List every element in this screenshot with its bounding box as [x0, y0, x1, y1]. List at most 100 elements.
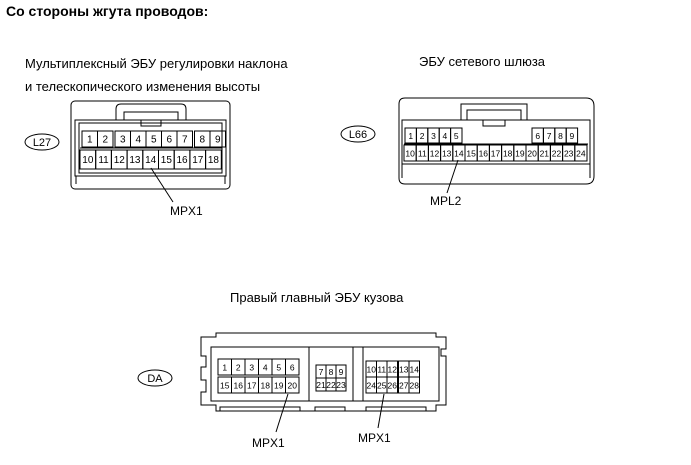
pin-number: 14	[454, 149, 464, 159]
pin-cell	[209, 130, 226, 148]
pin-number: 2	[102, 135, 108, 146]
l66-signal-label: MPL2	[430, 194, 462, 208]
pin-number: 23	[564, 149, 574, 159]
pin-cell	[408, 376, 420, 394]
pin-number: 2	[420, 131, 425, 141]
pin-number: 18	[208, 155, 220, 166]
connector-l27	[70, 100, 231, 190]
da-signal-leader-left	[275, 393, 289, 433]
pin-number: 8	[199, 135, 205, 146]
pin-number: 21	[540, 149, 550, 159]
pin-cell	[176, 130, 193, 148]
pin-number: 4	[443, 131, 448, 141]
pin-cell	[450, 127, 463, 144]
pin-number: 7	[319, 367, 324, 377]
pin-number: 16	[176, 155, 188, 166]
pin-number: 7	[182, 135, 188, 146]
pin-number: 1	[408, 131, 413, 141]
pin-number: 8	[329, 367, 334, 377]
l27-tag-label: L27	[33, 137, 51, 149]
pin-number: 25	[377, 381, 387, 391]
pin-number: 7	[547, 131, 552, 141]
pin-number: 11	[377, 365, 386, 375]
pin-number: 20	[527, 149, 537, 159]
pin-number: 4	[135, 135, 141, 146]
pin-cell	[386, 376, 398, 394]
pin-number: 16	[479, 149, 489, 159]
pin-number: 13	[129, 155, 141, 166]
pin-number: 23	[336, 380, 346, 390]
l66-signal-leader	[446, 159, 459, 194]
da-tag: DA	[137, 369, 173, 387]
pin-number: 24	[367, 381, 377, 391]
pin-number: 19	[274, 381, 284, 391]
pin-cell	[565, 127, 579, 144]
pin-number: 14	[410, 365, 420, 375]
pin-number: 28	[410, 381, 420, 391]
pin-number: 5	[151, 135, 157, 146]
l27-title-line2: и телескопического изменения высоты	[25, 79, 261, 94]
l66-tag: L66	[340, 125, 376, 143]
pin-number: 5	[454, 131, 459, 141]
l27-tag: L27	[24, 133, 60, 151]
da-title: Правый главный ЭБУ кузова	[230, 290, 404, 305]
pin-number: 12	[430, 149, 440, 159]
pin-number: 10	[405, 149, 415, 159]
pin-number: 15	[466, 149, 476, 159]
pin-number: 24	[576, 149, 586, 159]
pin-cell	[335, 377, 347, 392]
pin-number: 4	[263, 363, 268, 373]
pin-number: 17	[247, 381, 257, 391]
pin-number: 1	[222, 363, 227, 373]
pin-number: 3	[249, 363, 254, 373]
pin-number: 6	[166, 135, 172, 146]
pin-number: 12	[114, 155, 126, 166]
l27-title-line1: Мультиплексный ЭБУ регулировки наклона	[25, 56, 288, 71]
da-tag-label: DA	[147, 373, 163, 385]
pin-number: 3	[120, 135, 126, 146]
pin-number: 22	[326, 380, 336, 390]
pin-number: 17	[192, 155, 204, 166]
pin-number: 22	[552, 149, 562, 159]
pin-number: 6	[290, 363, 295, 373]
pin-number: 9	[570, 131, 575, 141]
pin-number: 21	[316, 380, 326, 390]
l27-signal-label: MPX1	[170, 204, 203, 218]
pin-number: 18	[503, 149, 513, 159]
pin-number: 12	[388, 365, 398, 375]
pin-number: 9	[215, 135, 221, 146]
pin-number: 17	[491, 149, 501, 159]
connector-da	[200, 332, 447, 412]
pin-number: 14	[145, 155, 157, 166]
l27-signal-leader	[150, 167, 174, 203]
connector-l66	[398, 97, 595, 185]
l66-title: ЭБУ сетевого шлюза	[419, 54, 546, 69]
pin-number: 27	[399, 381, 409, 391]
pin-cell	[285, 376, 300, 394]
da-signal-label-left: MPX1	[252, 436, 285, 450]
da-signal-leader-right	[377, 393, 385, 429]
pin-number: 8	[558, 131, 563, 141]
da-signal-label-right: MPX1	[358, 431, 391, 445]
pin-number: 11	[418, 149, 427, 159]
pin-cell	[574, 144, 588, 162]
pin-number: 16	[234, 381, 244, 391]
pin-number: 19	[515, 149, 525, 159]
pin-cell	[97, 130, 114, 148]
pin-number: 18	[261, 381, 271, 391]
pin-number: 9	[339, 367, 344, 377]
pin-cell	[285, 358, 300, 376]
pin-number: 26	[388, 381, 398, 391]
l66-tag-label: L66	[349, 129, 367, 141]
